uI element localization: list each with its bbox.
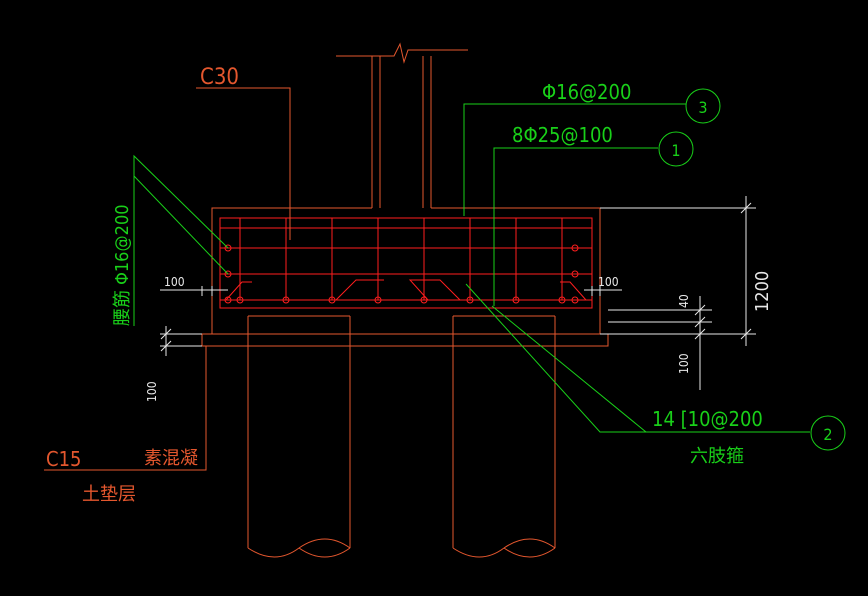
callout-1-number: 1 (671, 141, 680, 160)
c15-label: C15 (46, 447, 81, 471)
callout-3-circle (685, 88, 721, 124)
callout-3-number: 3 (698, 98, 707, 117)
waist-bar-label: 腰筋 Φ16@200 (112, 204, 133, 326)
stirrup-callout: 14 [10@200 六肢箍 2 (465, 283, 846, 467)
top-bar-callout: Φ16@200 3 (463, 80, 721, 216)
stirrup-desc: 六肢箍 (690, 446, 744, 467)
dim-100-left: 100 (145, 381, 159, 402)
dim-100-side-left: 100 (164, 275, 185, 289)
stirrup-label: 14 [10@200 (652, 407, 763, 431)
callout-2-circle (810, 415, 846, 451)
bottom-bar-label: 8Φ25@100 (512, 123, 613, 147)
pad-desc-line2: 土垫层 (82, 484, 136, 505)
rebar-cage (219, 217, 593, 309)
pile-cap-outline (201, 207, 609, 347)
dimension-right: 1200 40 100 (600, 196, 773, 390)
dim-1200: 1200 (752, 271, 773, 312)
callout-1-circle (658, 131, 694, 167)
dimension-left: 100 (145, 326, 202, 402)
c30-label: C30 (200, 65, 239, 90)
column (336, 42, 468, 208)
bottom-bar-callout: 8Φ25@100 1 (493, 123, 694, 306)
c15-label-group: C15 素混凝 土垫层 (44, 346, 207, 505)
waist-bar-callout: 腰筋 Φ16@200 (112, 154, 229, 326)
c30-label-group: C30 (196, 65, 291, 240)
dim-40: 40 (677, 294, 691, 308)
dimension-side-left: 100 (160, 275, 228, 296)
callout-2-number: 2 (823, 425, 832, 444)
pile-right (452, 316, 556, 558)
dim-100-right: 100 (677, 353, 691, 374)
dimension-side-right: 100 (584, 275, 622, 296)
top-bar-label: Φ16@200 (542, 80, 631, 104)
dim-100-side-right: 100 (598, 275, 619, 289)
pad-desc-line1: 素混凝 (144, 448, 198, 469)
pile-left (247, 316, 351, 558)
